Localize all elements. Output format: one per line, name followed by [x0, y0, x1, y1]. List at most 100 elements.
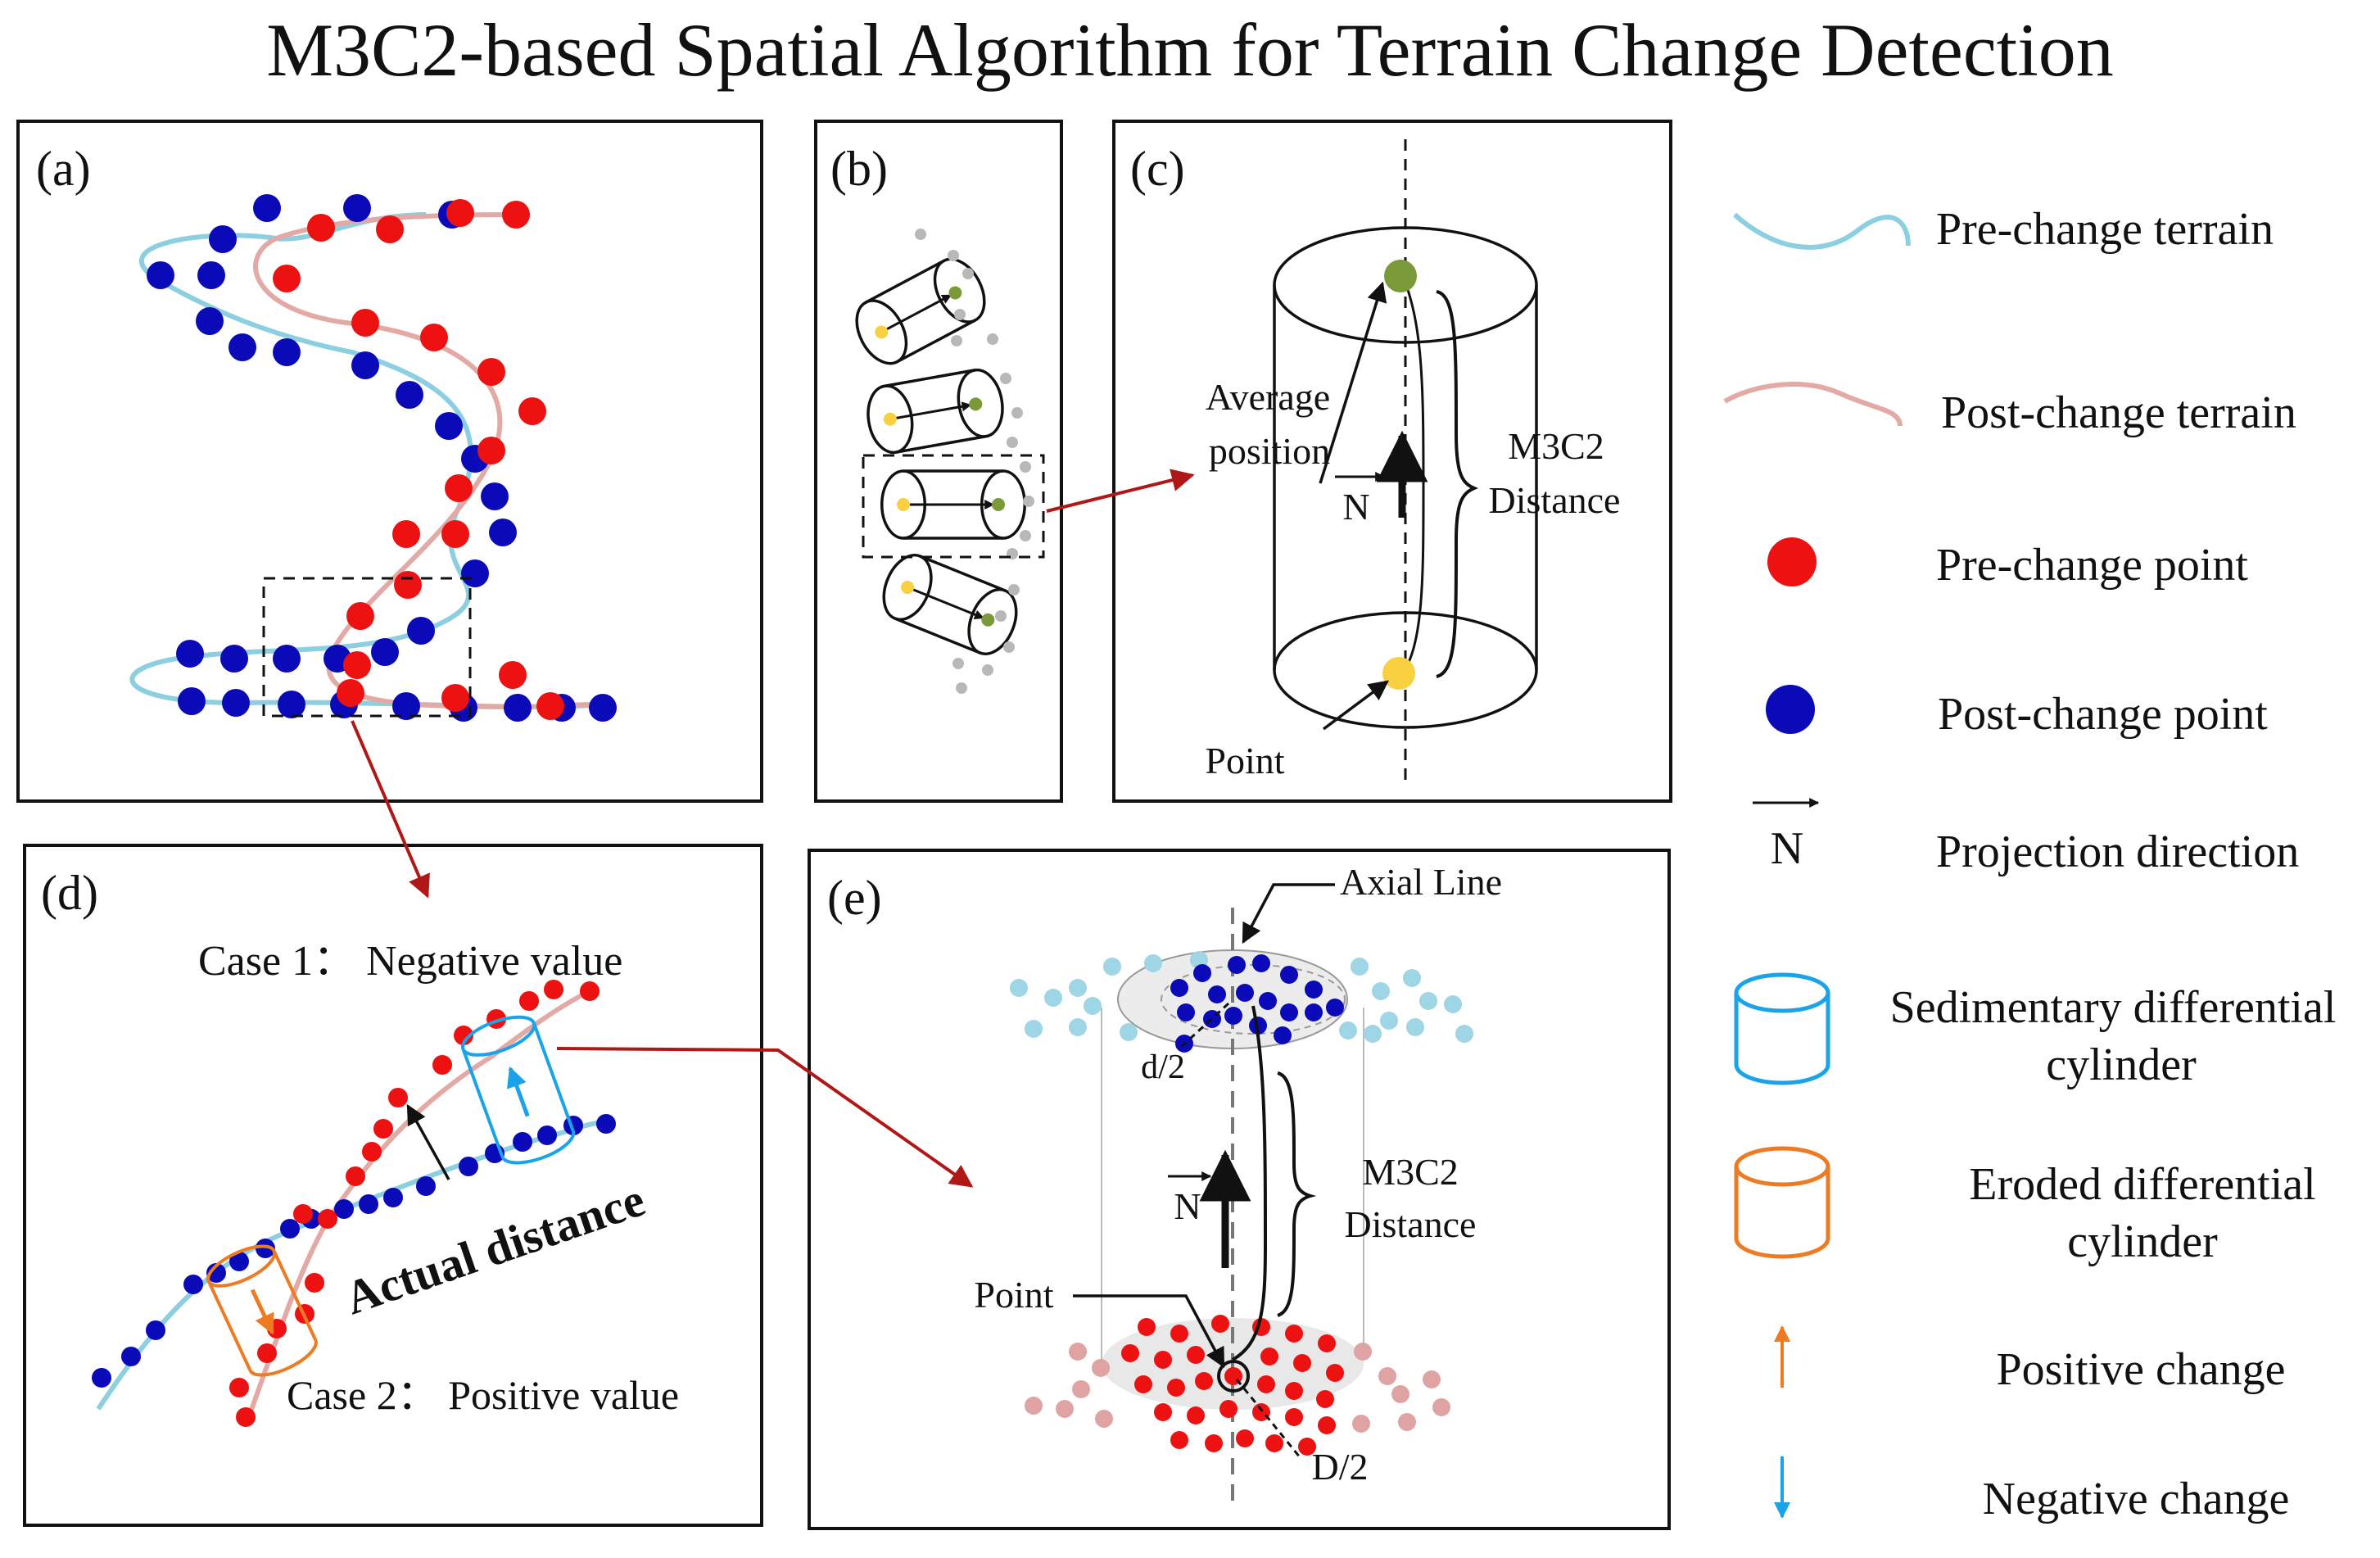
- panel-a-post-change-point: [392, 692, 420, 720]
- legend-positive-change: Positive change: [1996, 1344, 2285, 1395]
- legend: N Pre-change terrain Post-change terrain…: [1723, 204, 2336, 1524]
- panel-e-pre-neighbor-point: [1044, 989, 1062, 1007]
- panel-a-post-change-point: [209, 225, 237, 253]
- panel-e-pre-change-point: [1293, 1354, 1311, 1372]
- pre-change-point-icon: [1767, 537, 1817, 587]
- panel-e-axial-pointer: [1242, 883, 1335, 944]
- panel-e-pre-neighbor-point: [1406, 1018, 1424, 1036]
- panel-d-post-change-point: [459, 1157, 478, 1176]
- diagram-title: M3C2-based Spatial Algorithm for Terrain…: [266, 8, 2114, 92]
- panel-b-cylinder: [882, 554, 1018, 655]
- panel-d-pre-change-point: [362, 1142, 382, 1162]
- panel-b-neighbor-point: [1003, 641, 1015, 653]
- panel-c-m3c2-label-1: M3C2: [1508, 425, 1604, 467]
- panel-e-pre-neighbor-point: [1419, 992, 1437, 1010]
- panel-d-pre-change-point: [388, 1088, 408, 1107]
- panel-e-core-point-ring: [1217, 1360, 1250, 1393]
- panel-d-ero-cyl-right: [272, 1250, 318, 1341]
- legend-eroded-line2: cylinder: [2067, 1216, 2218, 1267]
- post-change-point-icon: [1766, 685, 1815, 734]
- panel-c-average-label-1: Average: [1206, 376, 1330, 418]
- ero-icon-top: [1734, 1146, 1830, 1187]
- panel-e-D-radius-line: [1235, 1379, 1302, 1459]
- panel-d-pre-change-point: [318, 1209, 337, 1229]
- panel-e-pre-change-point: [1134, 1375, 1152, 1393]
- legend-negative-change: Negative change: [1983, 1474, 2290, 1524]
- panel-d-post-change-point: [383, 1188, 403, 1207]
- panel-d-pre-change-point: [229, 1378, 249, 1397]
- panel-e-pre-neighbor-point: [1010, 979, 1028, 997]
- panel-e: (e) N M3C2 Distance Axial Line d/2 Point…: [808, 849, 1671, 1530]
- panel-b-core-point: [875, 325, 889, 339]
- panel-e-post-change-point: [1326, 999, 1344, 1017]
- panel-a-pre-change-point: [343, 651, 371, 679]
- panel-a-post-change-point: [176, 640, 204, 668]
- panel-d-pre-change-point: [305, 1273, 324, 1293]
- panel-b-neighbor-point: [1008, 584, 1020, 596]
- panel-a-post-change-point: [273, 645, 301, 673]
- panel-a-post-change-point: [343, 194, 371, 222]
- panel-e-post-change-point: [1252, 954, 1270, 972]
- pre-change-terrain-icon: [1732, 212, 1911, 250]
- panel-a-pre-change-point: [441, 520, 469, 548]
- panel-d-post-change-point: [359, 1194, 378, 1214]
- panel-a-post-change-point: [351, 351, 379, 379]
- sedimentary-cylinder-icon: [1734, 972, 1830, 1085]
- panel-b-core-point: [897, 498, 910, 511]
- panel-b-neighbor-point: [1011, 407, 1023, 419]
- legend-pre-change-point: Pre-change point: [1936, 540, 2248, 591]
- panel-a-post-change-point: [273, 338, 301, 366]
- panel-e-pre-neighbor-point: [1069, 979, 1087, 997]
- panel-e-pre-change-point: [1167, 1379, 1185, 1397]
- panel-a-pre-change-point: [351, 309, 379, 337]
- panel-e-post-change-point: [1280, 966, 1298, 984]
- panel-e-m3c2-label-1: M3C2: [1362, 1151, 1459, 1193]
- panel-c-point-pointer: [1322, 680, 1389, 731]
- panel-e-post-neighbor-point: [1423, 1370, 1441, 1388]
- panel-c-distance-brace: [1436, 290, 1479, 678]
- legend-eroded-line1: Eroded differential: [1969, 1159, 2315, 1210]
- panel-e-label: (e): [827, 871, 882, 925]
- panel-d-pre-change-point: [454, 1026, 473, 1045]
- panel-e-pre-change-point: [1298, 1438, 1316, 1456]
- panel-d-sedimentary-cylinder: [460, 1015, 576, 1165]
- panel-a-pre-change-point: [477, 358, 505, 386]
- projection-direction-icon: N: [1753, 798, 1820, 874]
- panel-e-post-change-point: [1177, 1003, 1195, 1021]
- panel-b-core-point: [901, 581, 915, 595]
- legend-projection-direction: Projection direction: [1936, 827, 2299, 877]
- legend-sedimentary-line2: cylinder: [2046, 1039, 2197, 1090]
- panel-d-ero-cyl-bottom: [248, 1338, 318, 1377]
- panel-e-post-change-point: [1280, 1003, 1298, 1021]
- panel-a-post-change-point: [222, 689, 250, 717]
- panel-b-cyl-arrow: [884, 293, 952, 332]
- panel-a-pre-change-point: [307, 214, 335, 242]
- panel-c: (c) Average position N M3C2 Distance Poi…: [1112, 120, 1672, 803]
- panel-b-neighbor-point: [956, 682, 967, 694]
- panel-d-eroded-cylinder: [206, 1244, 318, 1377]
- panel-e-post-neighbor-point: [1092, 1359, 1110, 1377]
- panel-b-cyl-arrow: [910, 587, 984, 620]
- panel-a-pre-change-point: [392, 520, 420, 548]
- panel-e-pre-neighbor-point: [1364, 1025, 1382, 1043]
- panel-b-neighbor-point: [1023, 496, 1034, 507]
- panel-c-average-pointer: [1319, 281, 1387, 484]
- panel-e-point-label: Point: [974, 1274, 1053, 1316]
- panel-e-pre-change-point: [1257, 1375, 1275, 1393]
- panel-a: (a): [16, 120, 763, 803]
- panel-a-post-change-point: [435, 412, 463, 440]
- panel-b-cyl-bottom-edge: [894, 617, 981, 654]
- panel-a-pre-change-point: [499, 661, 527, 689]
- panel-c-cylinder-bottom-back: [1273, 611, 1538, 671]
- panel-c-average-label-2: position: [1209, 430, 1330, 472]
- panel-d-positive-arrow: [250, 1289, 274, 1335]
- panel-e-pre-change-point: [1219, 1400, 1238, 1418]
- panel-d-actual-distance-arrow: [406, 1103, 450, 1180]
- panel-e-post-change-point: [1259, 992, 1277, 1010]
- ero-icon-bottom: [1734, 1238, 1830, 1259]
- panel-d-pre-change-terrain: [96, 1120, 607, 1411]
- panel-d-post-change-point: [206, 1263, 226, 1283]
- panel-b-cylinders: [855, 229, 1034, 694]
- panel-e-post-neighbor-point: [1391, 1385, 1409, 1403]
- panel-a-post-change-point: [228, 333, 256, 361]
